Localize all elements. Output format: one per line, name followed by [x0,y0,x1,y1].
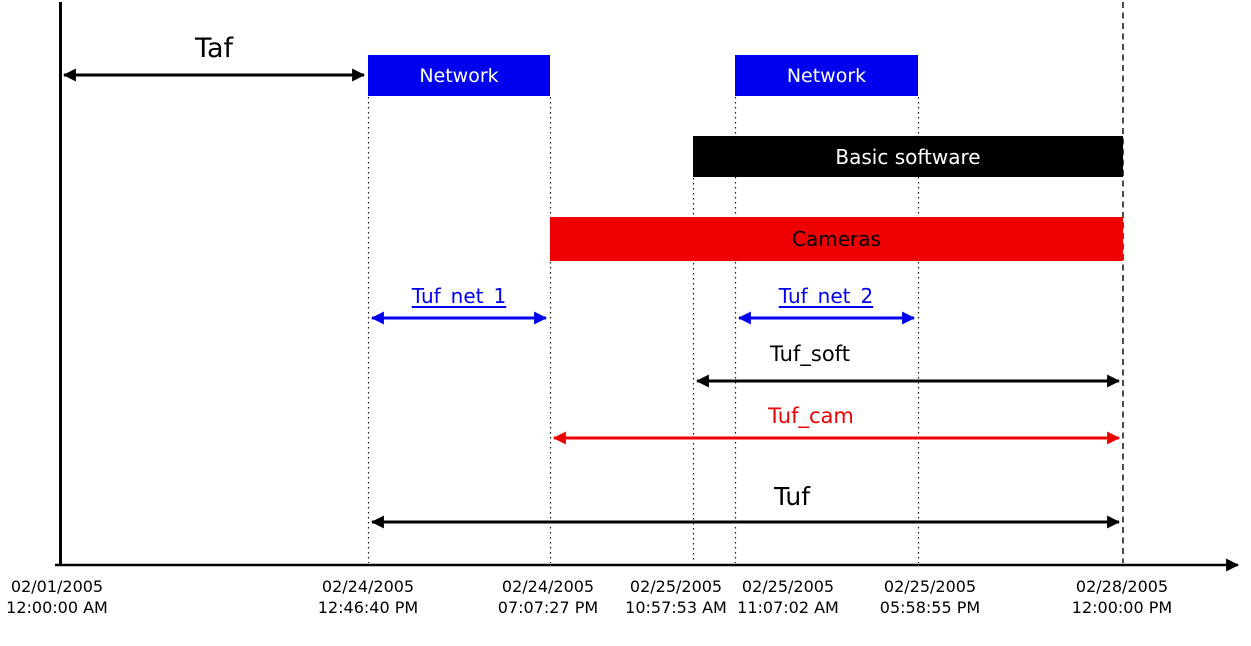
tick-time: 12:00:00 PM [1071,598,1173,617]
network-bar-1: Network [368,55,550,96]
tuf-cam-duration-label: Tuf_cam [768,404,854,428]
tick-date: 02/24/2005 [321,577,415,596]
taf-duration-label: Taf [194,33,234,64]
axis-tick-label-0: 02/01/2005 12:00:00 AM [0,576,117,618]
axis-tick-label-6: 02/28/2005 12:00:00 PM [1062,576,1182,618]
network-bar-2: Network [735,55,918,96]
tick-date: 02/24/2005 [501,577,595,596]
basic-software-bar-label: Basic software [835,144,981,169]
axis-tick-label-1: 02/24/2005 12:46:40 PM [308,576,428,618]
tick-date: 02/25/2005 [629,577,723,596]
tuf-soft-duration-label: Tuf_soft [770,342,850,366]
basic-software-bar: Basic software [693,136,1123,177]
tick-time: 05:58:55 PM [879,598,981,617]
tuf-net-1-duration-label: Tuf_net_1 [411,284,507,308]
tick-time: 07:07:27 PM [497,598,599,617]
axis-tick-label-2: 02/24/2005 07:07:27 PM [488,576,608,618]
tick-date: 02/25/2005 [741,577,835,596]
cameras-bar: Cameras [550,217,1123,261]
axis-tick-label-4: 02/25/2005 11:07:02 AM [728,576,848,618]
axis-tick-label-3: 02/25/2005 10:57:53 AM [616,576,736,618]
tick-date: 02/28/2005 [1075,577,1169,596]
tick-date: 02/01/2005 [10,577,104,596]
tick-time: 11:07:02 AM [737,598,839,617]
tuf-net-2-duration-label: Tuf_net_2 [778,284,874,308]
network-bar-1-label: Network [419,64,499,87]
axis-tick-label-5: 02/25/2005 05:58:55 PM [870,576,990,618]
network-bar-2-label: Network [786,64,867,87]
tick-time: 10:57:53 AM [625,598,727,617]
cameras-bar-label: Cameras [792,227,881,251]
tick-time: 12:00:00 AM [6,598,108,617]
tick-date: 02/25/2005 [883,577,977,596]
tuf-duration-label: Tuf [773,482,811,511]
tick-time: 12:46:40 PM [317,598,419,617]
